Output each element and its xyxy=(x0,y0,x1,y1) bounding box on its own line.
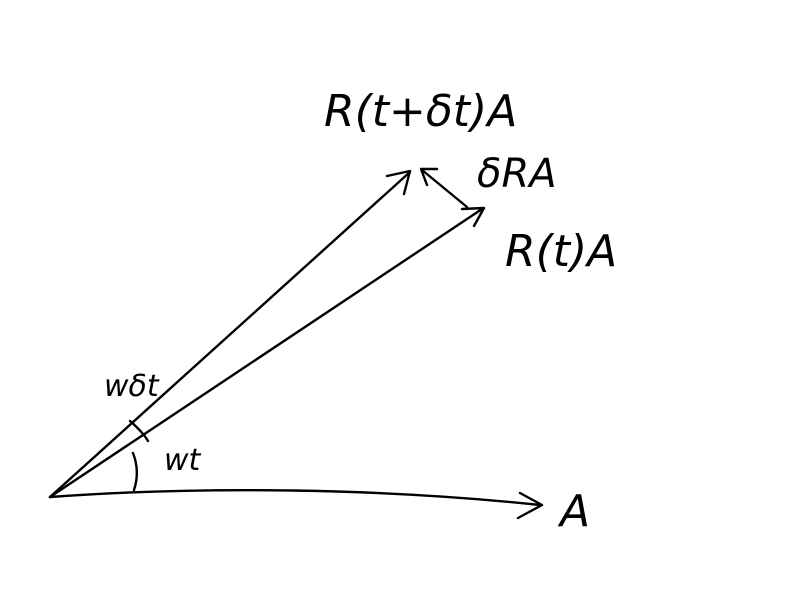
vector-a xyxy=(48,488,544,520)
vector-rt-a-shaft xyxy=(48,207,484,499)
vector-a-shaft xyxy=(48,488,542,507)
angle-arc-wt xyxy=(131,451,139,492)
label-angle-wt: wt xyxy=(164,443,202,478)
delta-ra-vector xyxy=(419,167,469,209)
vector-a-arrowhead xyxy=(516,491,544,520)
vector-rt-a xyxy=(48,206,486,499)
label-angle-w-delta-t: wδt xyxy=(104,369,160,404)
vector-rt-dt-a xyxy=(48,169,412,499)
vector-rt-a-arrowhead xyxy=(460,206,486,228)
angle-arc-wdt xyxy=(128,419,150,443)
vector-rt-dt-a-arrowhead xyxy=(385,169,412,196)
vector-rt-dt-a-shaft xyxy=(48,170,412,499)
delta-ra-shaft xyxy=(420,168,469,209)
label-r-t-a: R(t)A xyxy=(505,226,617,277)
label-r-t-plus-dt-a: R(t+δt)A xyxy=(324,86,517,137)
label-a: A xyxy=(557,486,590,537)
delta-ra-arrowhead xyxy=(419,167,439,187)
label-delta-ra: δRA xyxy=(477,151,557,197)
